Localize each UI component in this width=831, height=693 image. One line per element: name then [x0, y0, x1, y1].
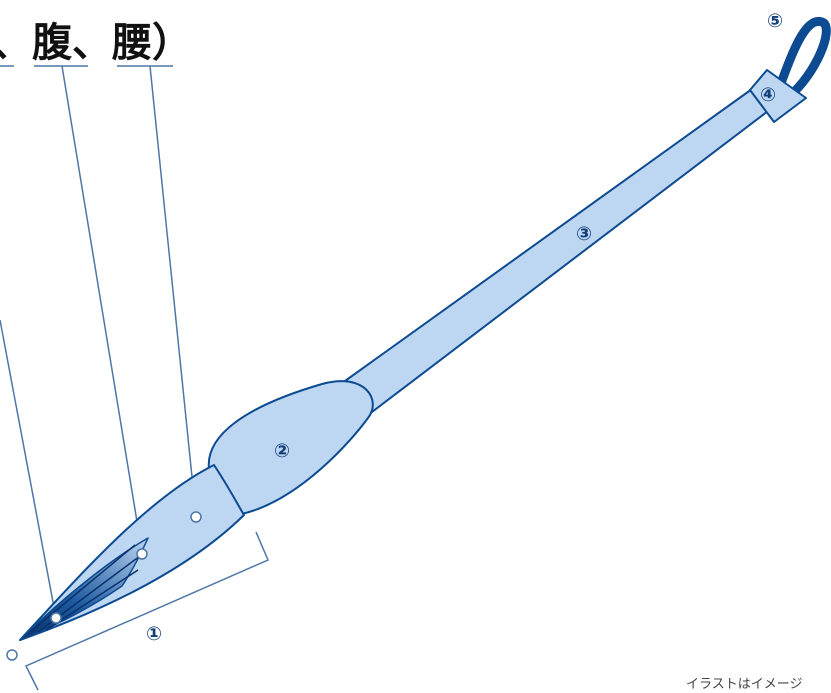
caption-text: イラストはイメージ [686, 677, 802, 692]
point-tip [50, 612, 62, 624]
hanging-loop [774, 16, 831, 97]
point-tip-end [6, 649, 18, 661]
hair-stroke [29, 544, 136, 633]
leader-line-belly [61, 65, 143, 553]
label-part5: ⑤ [767, 10, 783, 32]
brush-shaft [344, 88, 773, 413]
label-part4: ④ [760, 84, 776, 106]
label-part1: ① [146, 623, 162, 645]
point-waist [190, 511, 202, 523]
leader-line-waist [149, 65, 197, 517]
brush-ferrule [207, 380, 374, 516]
hair-bracket [24, 531, 269, 691]
label-part3: ③ [576, 223, 592, 245]
leader-line-tip [0, 319, 57, 619]
heading-text: 、腹、腰） [0, 20, 192, 66]
point-belly [136, 548, 148, 560]
end-cap [749, 69, 807, 123]
label-part2: ② [274, 440, 290, 462]
